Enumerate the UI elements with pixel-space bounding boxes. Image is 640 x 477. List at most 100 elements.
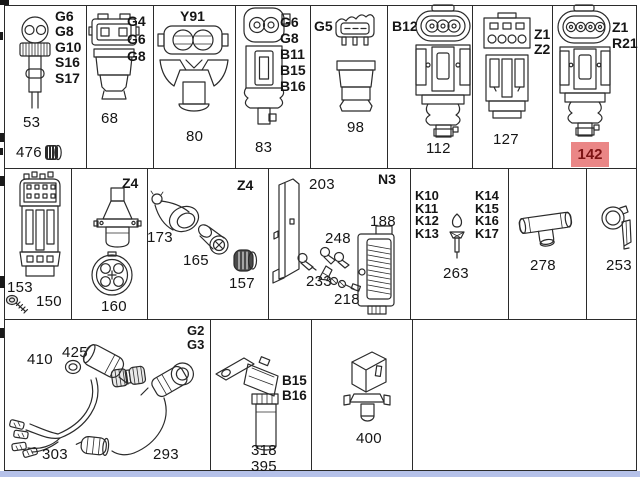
- part-number-98[interactable]: 98: [347, 119, 365, 136]
- part-number-218[interactable]: 218: [334, 291, 360, 308]
- code-list: G6 G8 G10 S16 S17: [55, 8, 82, 86]
- part-157-illustration: [233, 249, 258, 272]
- part-number-410[interactable]: 410: [27, 351, 53, 368]
- highlighted-part-142[interactable]: 142: [571, 142, 609, 167]
- grid-line: [268, 168, 269, 319]
- code-label: G6: [280, 14, 299, 30]
- grid-line: [412, 319, 413, 470]
- grid-line: [147, 168, 148, 319]
- part-83-illustration: [243, 7, 291, 125]
- part-263-illustration: [449, 213, 465, 259]
- code-label: S16: [55, 54, 80, 71]
- row-divider-2: [4, 319, 636, 320]
- part-400-illustration: [343, 351, 391, 422]
- diagram-border: [4, 5, 637, 471]
- scan-artifact: [0, 176, 5, 186]
- grid-line: [586, 168, 587, 319]
- part-number-153[interactable]: 153: [7, 279, 33, 296]
- part-293-illustration: [75, 362, 194, 456]
- part-150-illustration: [19, 171, 61, 277]
- code-label: K16: [475, 213, 499, 229]
- part-number-303[interactable]: 303: [42, 446, 68, 463]
- grid-line: [552, 5, 553, 168]
- part-number-476[interactable]: 476: [16, 144, 42, 161]
- part-number-248[interactable]: 248: [325, 230, 351, 247]
- part-number-150[interactable]: 150: [36, 293, 62, 310]
- code-list: Z1 R21: [612, 19, 638, 51]
- code-label: R21: [612, 35, 638, 51]
- part-112-illustration: [415, 4, 471, 138]
- scan-artifact: [0, 32, 3, 40]
- code-list-right: K14 K15 K16 K17: [475, 188, 499, 240]
- grid-line: [472, 5, 473, 168]
- code-label: G6: [55, 8, 74, 24]
- code-label: G10: [55, 38, 82, 55]
- scan-artifact: [0, 133, 4, 142]
- part-318-illustration: [215, 356, 279, 451]
- part-number-395[interactable]: 395: [251, 458, 277, 475]
- tag-Z4: Z4: [237, 177, 254, 193]
- part-number-80[interactable]: 80: [186, 128, 204, 145]
- tag-G5: G5: [314, 18, 333, 34]
- part-number-160[interactable]: 160: [101, 298, 127, 315]
- part-68-illustration: [88, 13, 140, 100]
- part-203-illustration: [272, 178, 300, 284]
- part-number-425[interactable]: 425: [62, 344, 88, 361]
- part-number-233[interactable]: 233: [306, 273, 332, 290]
- grid-line: [310, 5, 311, 168]
- part-number-318[interactable]: 318: [251, 442, 277, 459]
- part-number-173[interactable]: 173: [147, 229, 173, 246]
- part-number-263[interactable]: 263: [443, 265, 469, 282]
- code-label: G6: [127, 30, 146, 47]
- grid-line: [153, 5, 154, 168]
- tag-N3: N3: [378, 171, 396, 187]
- part-number-127[interactable]: 127: [493, 131, 519, 148]
- grid-line: [311, 319, 312, 470]
- scan-edge-strip: [0, 471, 640, 477]
- part-number-203[interactable]: 203: [309, 176, 335, 193]
- part-number-253[interactable]: 253: [606, 257, 632, 274]
- part-number-83[interactable]: 83: [255, 139, 273, 156]
- part-425-illustration: [64, 359, 82, 375]
- code-label: K14: [475, 188, 499, 203]
- part-number-53[interactable]: 53: [23, 114, 41, 131]
- grid-line: [508, 168, 509, 319]
- part-number-157[interactable]: 157: [229, 275, 255, 292]
- part-160-connector-illustration: [91, 251, 133, 296]
- part-number-68[interactable]: 68: [101, 110, 119, 127]
- part-number-165[interactable]: 165: [183, 252, 209, 269]
- grid-line: [235, 5, 236, 168]
- code-list: G2 G3: [187, 324, 204, 351]
- part-153-illustration: [5, 294, 29, 314]
- code-label: K10: [415, 188, 439, 203]
- tag-Y91: Y91: [180, 8, 205, 24]
- tag-Z4: Z4: [122, 175, 139, 191]
- code-label: B15: [280, 62, 306, 78]
- code-label: K15: [475, 200, 499, 216]
- code-list: G6 G8 B11 B15 B16: [280, 14, 306, 94]
- part-number-278[interactable]: 278: [530, 257, 556, 274]
- part-303-illustration: [9, 344, 129, 458]
- grid-line: [410, 168, 411, 319]
- code-label: K13: [415, 225, 439, 241]
- code-list-left: K10 K11 K12 K13: [415, 188, 439, 241]
- grid-line: [387, 5, 388, 168]
- part-number-400[interactable]: 400: [356, 430, 382, 447]
- code-label: B16: [282, 387, 307, 403]
- part-number-112[interactable]: 112: [426, 140, 451, 157]
- code-label: S17: [55, 69, 80, 86]
- part-53-illustration: [19, 16, 51, 109]
- part-253-illustration: [601, 205, 632, 250]
- code-label: B16: [280, 78, 306, 94]
- code-label: Z1: [534, 26, 551, 42]
- code-label: B11: [280, 46, 305, 62]
- scan-artifact: [0, 276, 5, 288]
- grid-line: [71, 168, 72, 319]
- code-label: G4: [127, 13, 146, 29]
- part-233-illustration: [297, 252, 317, 271]
- code-list: G4 G6 G8: [127, 13, 146, 66]
- code-label: G8: [280, 30, 299, 46]
- part-number-293[interactable]: 293: [153, 446, 179, 463]
- code-label: G8: [55, 23, 74, 40]
